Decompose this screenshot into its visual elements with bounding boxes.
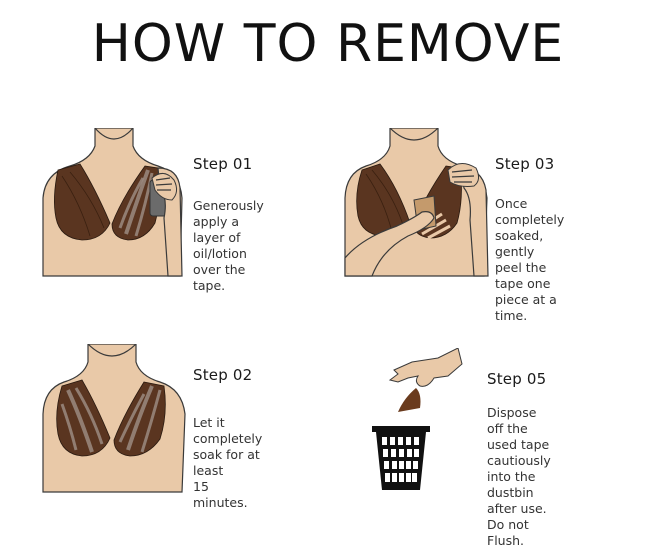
- step-05-description: Dispose off the used tape cautiously int…: [487, 405, 551, 548]
- step-03-title: Step 03: [495, 155, 555, 173]
- peeling-tape-illustration: [342, 128, 492, 278]
- step-03-description: Once completely soaked, gently peel the …: [495, 196, 565, 323]
- step-02-description: Let it completely soak for at least 15 m…: [193, 415, 263, 510]
- step-05-title: Step 05: [487, 370, 547, 388]
- soaking-tape-illustration: [40, 344, 190, 494]
- dustbin-disposal-illustration: [368, 348, 468, 493]
- page-title: HOW TO REMOVE: [91, 14, 565, 74]
- step-01-title: Step 01: [193, 155, 253, 173]
- step-02-title: Step 02: [193, 366, 253, 384]
- step-01-description: Generously apply a layer of oil/lotion o…: [193, 198, 264, 293]
- applying-oil-illustration: [40, 128, 190, 278]
